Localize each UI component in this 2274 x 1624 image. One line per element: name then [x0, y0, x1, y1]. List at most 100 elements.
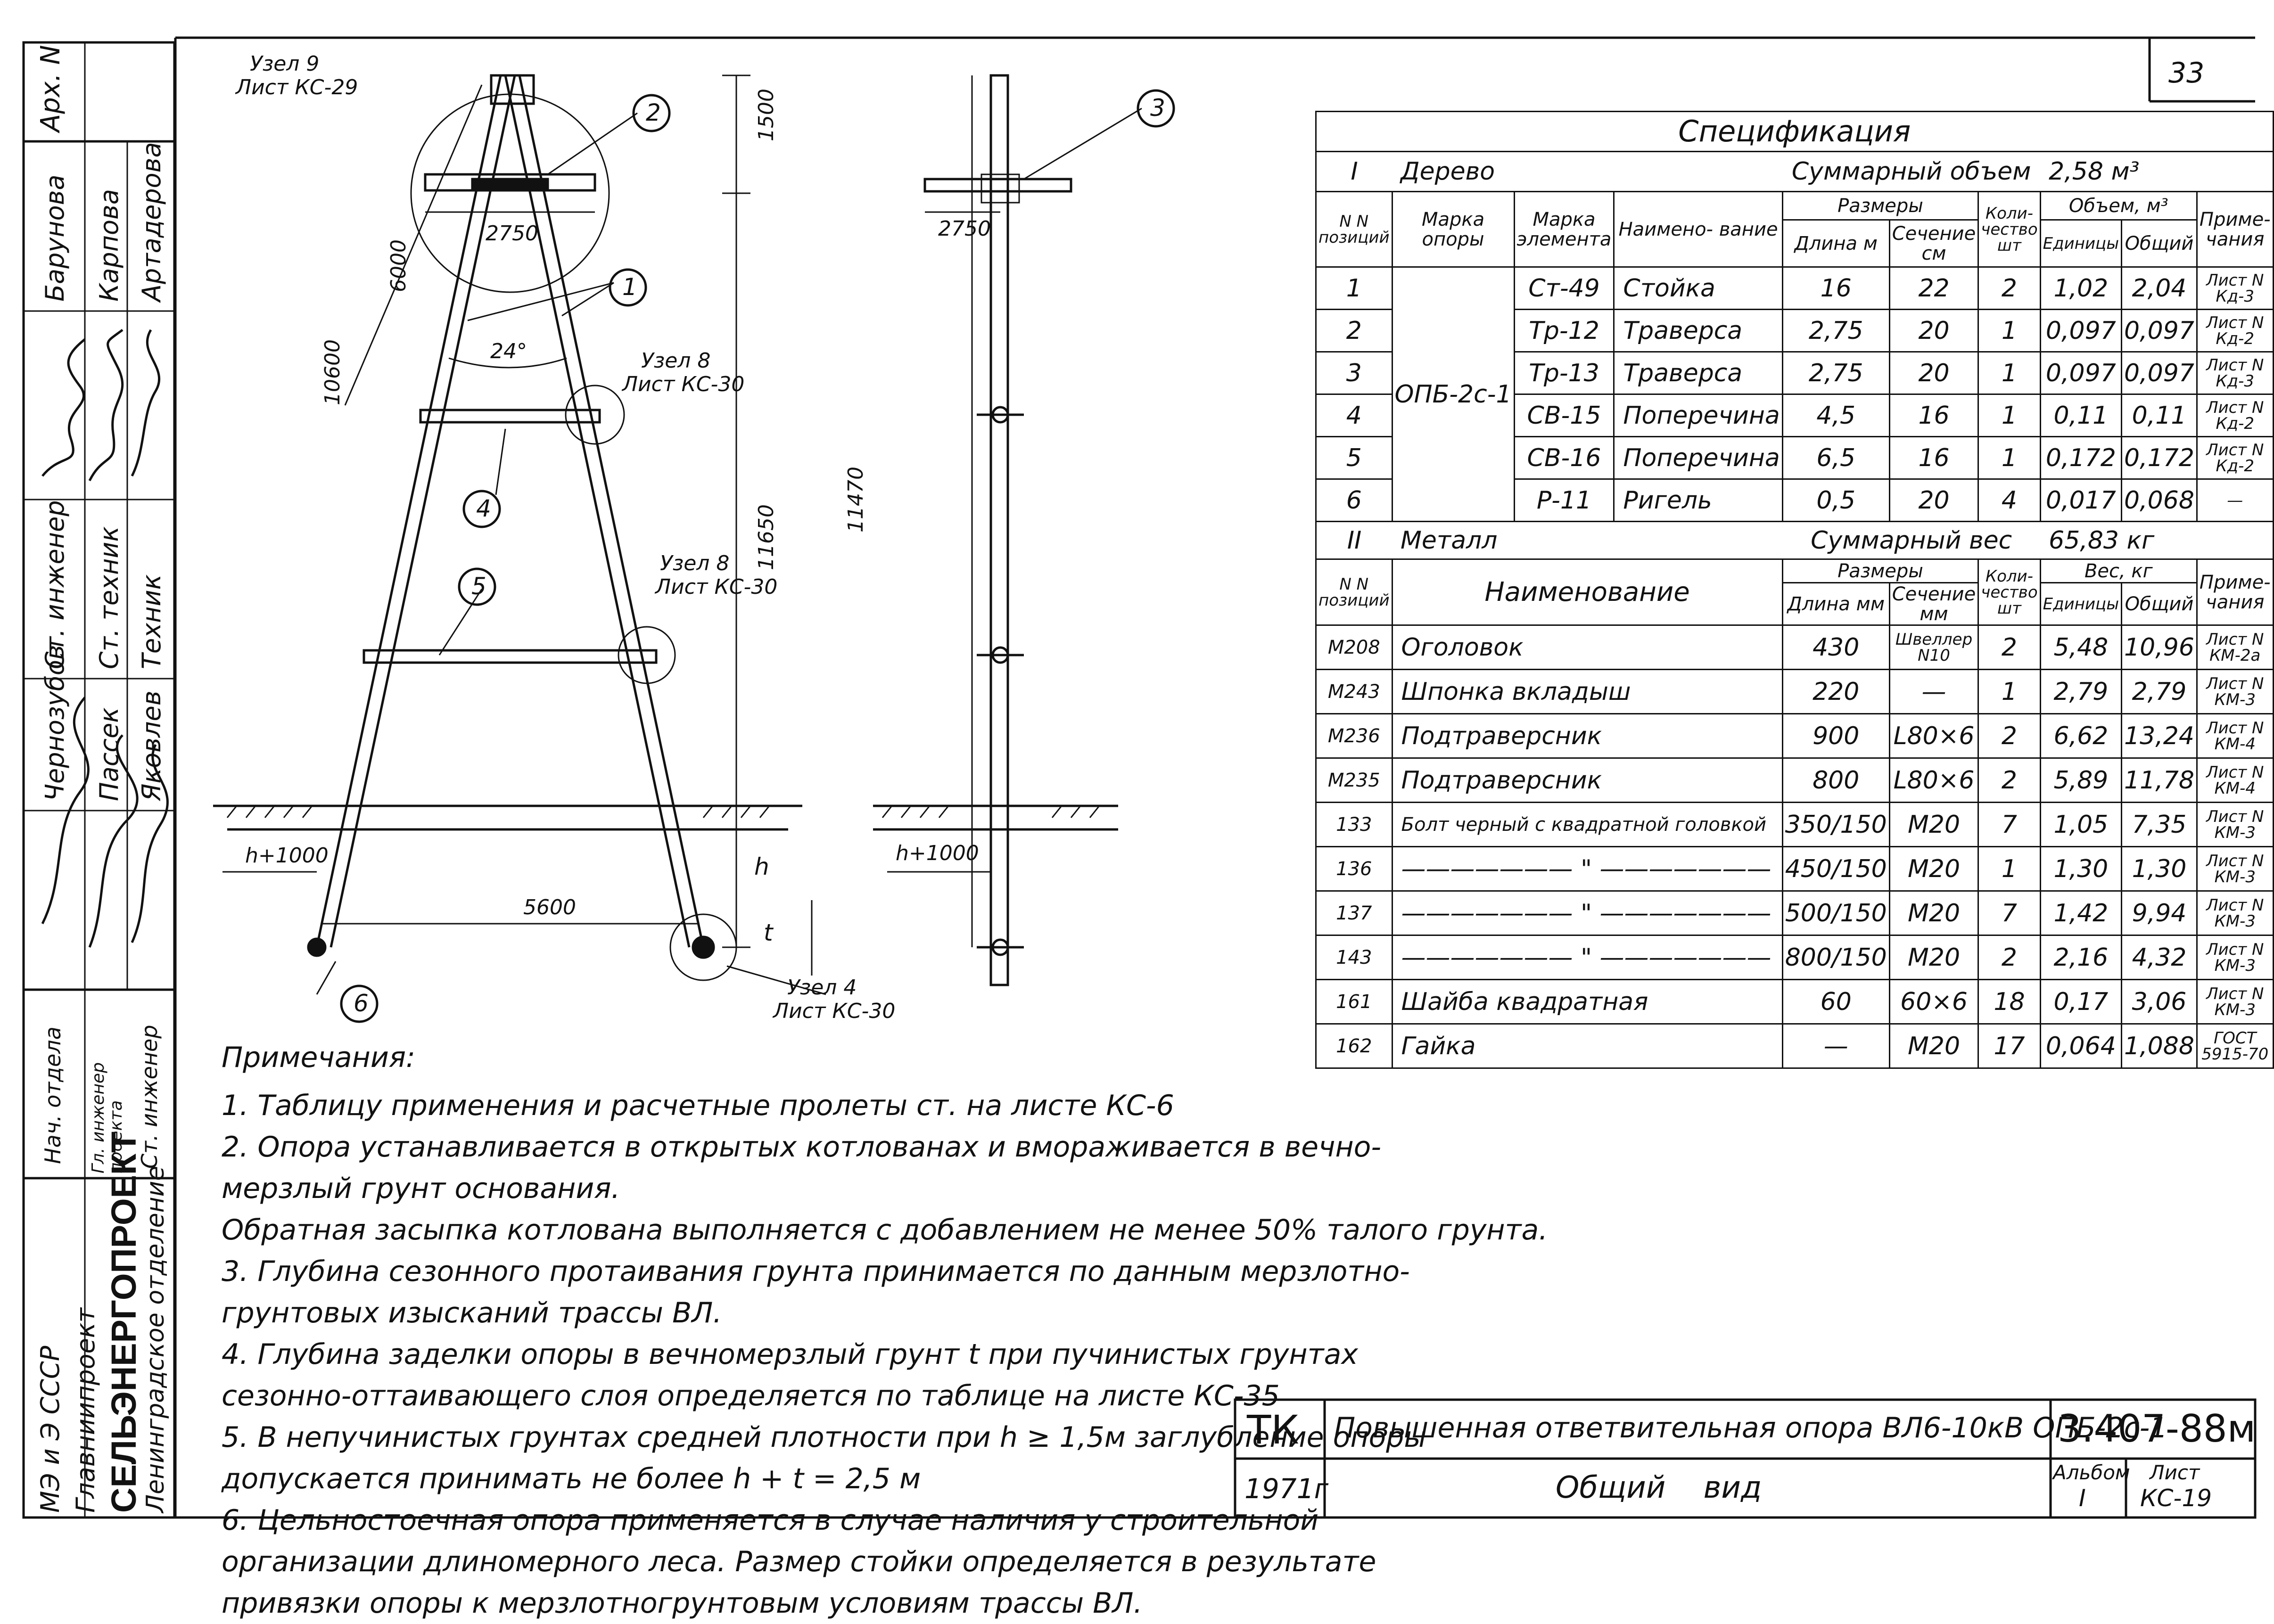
metal-cell-sec: — — [1888, 669, 1979, 714]
stamp-org-line1: МЭ и Э СССР — [35, 1345, 65, 1513]
wood-opora-mark: ОПБ-2с-1 — [1391, 266, 1515, 522]
dim-2750-side: 2750 — [938, 217, 991, 241]
metal-cell-total: 9,94 — [2121, 890, 2198, 936]
metal-cell-len: 60 — [1781, 979, 1890, 1025]
wood-cell-pos: 6 — [1315, 478, 1393, 522]
metal-cell-unit: 1,30 — [2039, 846, 2123, 892]
metal-section-num: II — [1315, 521, 1392, 560]
wood-cell-name: Стойка — [1613, 266, 1783, 310]
metal-cell-qty: 7 — [1977, 802, 2041, 847]
stamp-name-4: Карпова — [94, 189, 124, 302]
stamp-name-2: Барунова — [40, 174, 70, 302]
metal-cell-total: 11,78 — [2121, 757, 2198, 803]
stamp-role-1: Нач. отдела — [40, 1026, 66, 1164]
metal-cell-len: 430 — [1781, 624, 1890, 670]
wood-cell-name: Поперечина — [1613, 436, 1783, 480]
stamp-org-line2: Главниипроект — [71, 1308, 100, 1513]
dim-h1000-front: h+1000 — [245, 844, 329, 868]
h-mark-opory: Марка опоры — [1391, 191, 1515, 268]
wood-cell-name: Ригель — [1613, 478, 1783, 522]
uzel9-label: Узел 9 — [250, 52, 320, 76]
metal-cell-unit: 0,17 — [2039, 979, 2123, 1025]
metal-cell-sec: М20 — [1888, 846, 1979, 892]
stamp-role-5: Ст. инженер — [137, 1025, 162, 1169]
dim-1500: 1500 — [754, 89, 778, 141]
wood-cell-unit: 0,11 — [2039, 394, 2123, 437]
h-note: Приме- чания — [2196, 191, 2274, 268]
metal-cell-total: 1,30 — [2121, 846, 2198, 892]
metal-cell-total: 2,79 — [2121, 669, 2198, 714]
metal-cell-qty: 1 — [1977, 669, 2041, 714]
metal-cell-name: Болт черный с квадратной головкой — [1391, 802, 1783, 847]
metal-cell-unit: 1,05 — [2039, 802, 2123, 847]
wood-cell-len: 16 — [1781, 266, 1890, 310]
wood-cell-qty: 4 — [1977, 478, 2041, 522]
metal-cell-name: Шайба квадратная — [1391, 979, 1783, 1025]
wood-cell-mark: СВ-16 — [1513, 436, 1615, 480]
metal-cell-qty: 2 — [1977, 713, 2041, 759]
uzel8a-label: Узел 8 — [641, 349, 711, 373]
wood-cell-total: 0,11 — [2121, 394, 2198, 437]
metal-cell-note: ГОСТ 5915-70 — [2196, 1023, 2274, 1069]
stamp-name-6: Артадерова — [137, 142, 166, 302]
note-line: 5. В непучинистых грунтах средней плотно… — [222, 1421, 1426, 1454]
metal-cell-len: 350/150 — [1781, 802, 1890, 847]
wood-section-label: Дерево — [1392, 151, 1783, 192]
h-pos: N N позиций — [1315, 191, 1393, 268]
metal-cell-len: — — [1781, 1023, 1890, 1069]
metal-cell-name: Оголовок — [1391, 624, 1783, 670]
metal-cell-len: 800 — [1781, 757, 1890, 803]
metal-cell-total: 1,088 — [2121, 1023, 2198, 1069]
wood-cell-pos: 5 — [1315, 436, 1393, 480]
wood-cell-unit: 1,02 — [2039, 266, 2123, 310]
stamp-org-line4: Ленинградское отделение — [141, 1165, 170, 1513]
wood-cell-total: 0,097 — [2121, 309, 2198, 353]
metal-cell-pos: 162 — [1315, 1023, 1393, 1069]
wood-cell-sec: 22 — [1888, 266, 1979, 310]
h-len-m: Длина м — [1781, 219, 1890, 268]
callout-3: 3 — [1150, 94, 1165, 122]
metal-cell-unit: 1,42 — [2039, 890, 2123, 936]
title-tk: ТК — [1247, 1407, 1299, 1453]
wood-cell-len: 6,5 — [1781, 436, 1890, 480]
title-code: 3.407-88м — [2058, 1407, 2256, 1451]
notes-lines: 1. Таблицу применения и расчетные пролет… — [222, 1085, 1548, 1624]
note-line: допускается принимать не более h + t = 2… — [222, 1462, 921, 1495]
note-line: мерзлый грунт основания. — [222, 1172, 620, 1205]
metal-cell-total: 10,96 — [2121, 624, 2198, 670]
angle-label: 24° — [490, 339, 527, 363]
notes-title: Примечания: — [222, 1041, 416, 1074]
metal-cell-sec: М20 — [1888, 1023, 1979, 1069]
note-line: 2. Опора устанавливается в открытых котл… — [222, 1131, 1382, 1164]
metal-cell-name: ——————— " ——————— — [1391, 846, 1783, 892]
title-year: 1971г — [1244, 1473, 1329, 1505]
sheet-value: КС-19 — [2140, 1485, 2212, 1512]
metal-cell-note: Лист N КМ-3 — [2196, 846, 2274, 892]
h2-pos: N N позиций — [1315, 558, 1393, 626]
metal-cell-qty: 1 — [1977, 846, 2041, 892]
wood-cell-name: Траверса — [1613, 309, 1783, 353]
dim-h: h — [754, 853, 769, 880]
metal-cell-qty: 2 — [1977, 757, 2041, 803]
metal-cell-qty: 7 — [1977, 890, 2041, 936]
metal-cell-pos: 133 — [1315, 802, 1393, 847]
h-total: Общий — [2121, 219, 2198, 268]
metal-cell-unit: 5,89 — [2039, 757, 2123, 803]
support-drawing — [213, 74, 1175, 1023]
drawing-frame — [22, 36, 2257, 1519]
metal-cell-total: 3,06 — [2121, 979, 2198, 1025]
uzel4-label: Узел 4 — [787, 976, 857, 1000]
uzel8a-sheet: Лист КС-30 — [622, 372, 745, 396]
wood-cell-unit: 0,172 — [2039, 436, 2123, 480]
h-unit: Единицы — [2039, 219, 2123, 268]
callout-5: 5 — [471, 573, 486, 600]
metal-cell-len: 900 — [1781, 713, 1890, 759]
